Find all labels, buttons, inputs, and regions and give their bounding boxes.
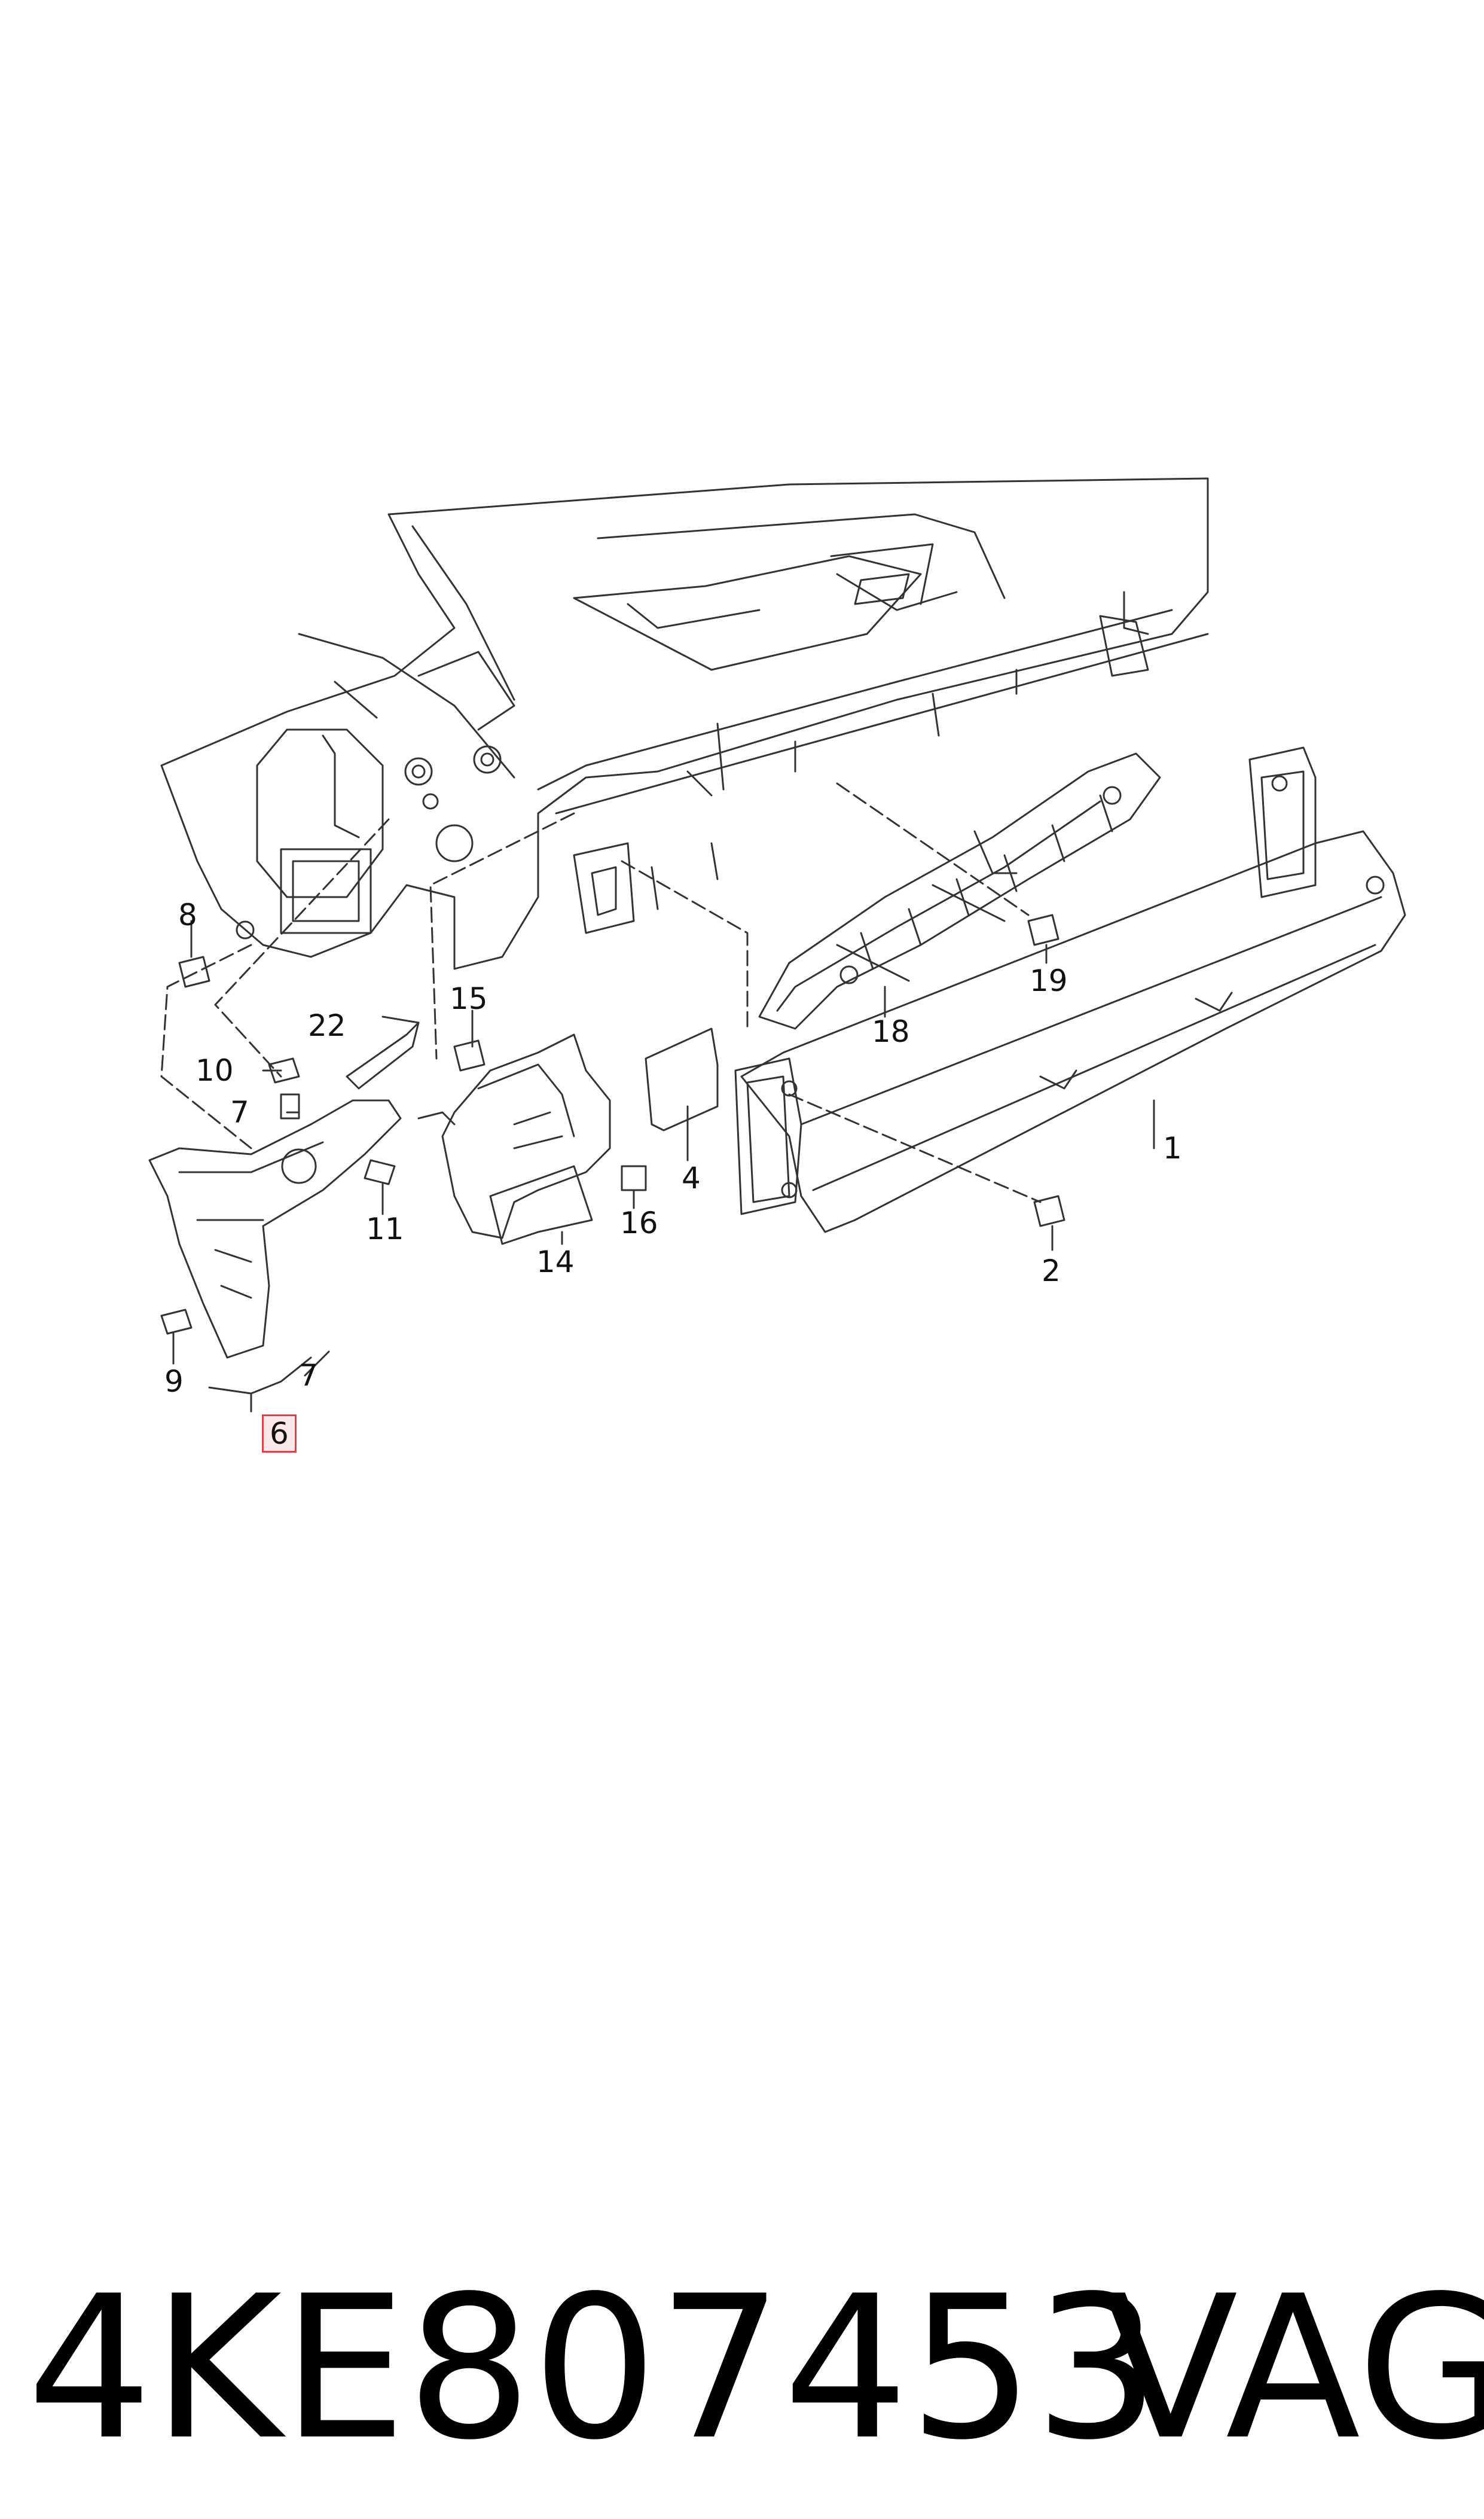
- part-22-strip: [346, 1021, 420, 1090]
- callout-15: 15: [450, 981, 488, 1016]
- brand-name: VAG: [1103, 2253, 1484, 2483]
- callout-9: 9: [164, 1364, 184, 1399]
- callout-7-lower: 7: [299, 1358, 318, 1393]
- callout-2: 2: [1042, 1254, 1061, 1288]
- assembly-lines: [160, 782, 1042, 1203]
- callout-11: 11: [366, 1212, 404, 1246]
- part-18-upper-bracket: [758, 752, 1161, 1030]
- vehicle-rear-body: [160, 477, 1209, 970]
- callout-19: 19: [1030, 963, 1068, 998]
- part-6-bracket: [148, 1099, 402, 1359]
- callout-14: 14: [536, 1245, 575, 1279]
- callout-18: 18: [872, 1014, 910, 1049]
- callout-22: 22: [308, 1008, 346, 1043]
- callout-6[interactable]: 6: [262, 1414, 297, 1453]
- callout-1: 1: [1163, 1131, 1182, 1166]
- part-number: 4KE807453: [27, 2253, 1160, 2483]
- part-14-side-bracket: [417, 1033, 611, 1245]
- part-4-pad: [645, 1027, 719, 1132]
- callout-10: 10: [196, 1053, 234, 1088]
- fasteners: [160, 914, 1065, 1335]
- leader-lines: [172, 920, 1155, 1413]
- callout-8: 8: [178, 898, 197, 932]
- callout-7-upper: 7: [230, 1095, 249, 1130]
- callout-4: 4: [682, 1161, 701, 1196]
- part-1-bumper-bar: [734, 746, 1406, 1233]
- callout-16: 16: [620, 1206, 658, 1240]
